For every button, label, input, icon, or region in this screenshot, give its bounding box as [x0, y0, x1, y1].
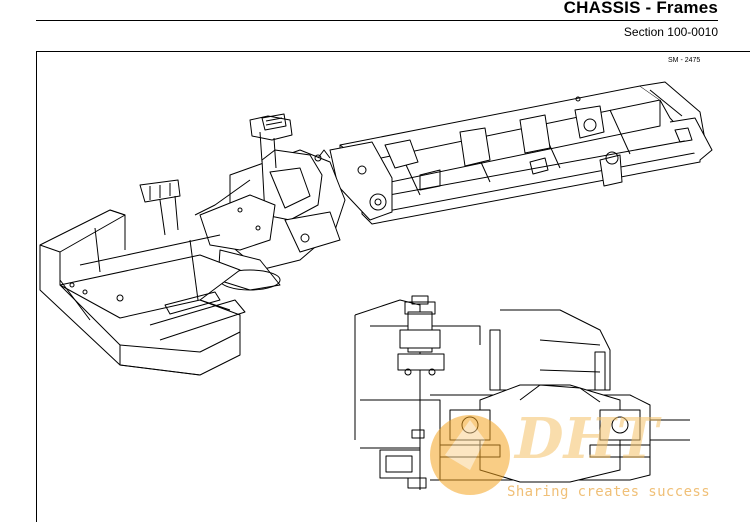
watermark-logo-text: DHT [513, 406, 662, 472]
page-title: CHASSIS - Frames [563, 0, 718, 17]
front-bumper [39, 209, 246, 376]
watermark-tagline: Sharing creates success [507, 484, 711, 500]
header-divider [36, 20, 718, 21]
section-number: Section 100-0010 [623, 25, 718, 39]
steering-bracket [139, 113, 293, 236]
detail-inset [354, 295, 690, 490]
articulation-joint [329, 139, 441, 221]
watermark-logo: DHT [430, 406, 662, 495]
rear-frame-rails [339, 81, 713, 225]
front-frame [194, 149, 346, 291]
figure-frame [36, 51, 750, 522]
chassis-frame-drawing: DHT [39, 81, 713, 495]
figure-reference: SM - 2475 [668, 57, 701, 64]
